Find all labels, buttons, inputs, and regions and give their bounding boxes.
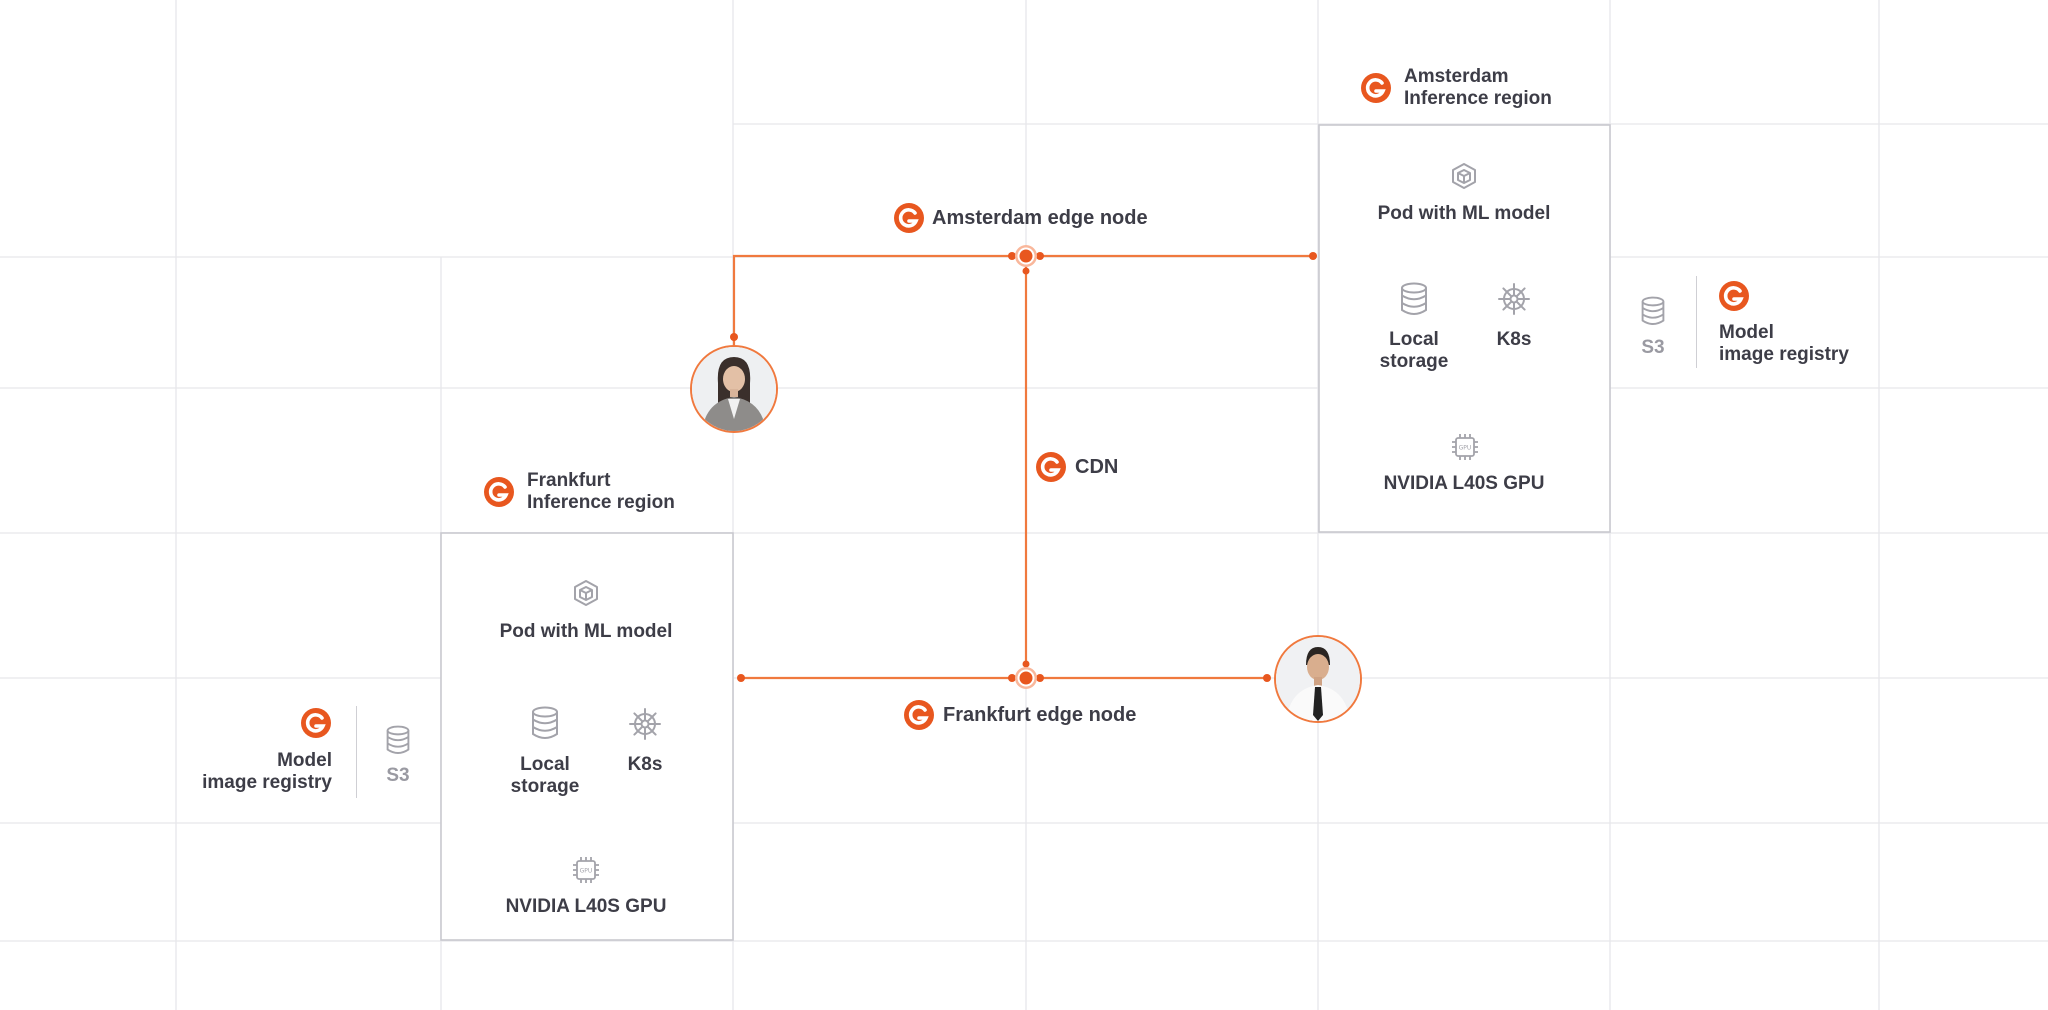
amsterdam-region-box [1318,124,1611,533]
registry-right-s3-label: S3 [1641,337,1665,358]
frankfurt-pod-label: Pod with ML model [499,621,673,642]
amsterdam-pod-label: Pod with ML model [1377,203,1551,224]
cdn-label: CDN [1075,456,1119,478]
amsterdam-k8s-label: K8s [1496,329,1532,350]
amsterdam-storage-label: Local storage [1380,329,1449,373]
registry-left-line2: image registry [202,772,332,793]
registry-left-s3-label: S3 [386,765,410,786]
database-icon [530,706,560,740]
amsterdam-region-title-line1: Amsterdam [1404,66,1509,87]
connector-lines [732,254,1312,680]
frankfurt-hub-node [1015,667,1037,689]
amsterdam-region-title: Amsterdam Inference region [1404,66,1552,110]
brand-logo-icon [903,699,935,736]
brand-logo-icon [300,707,332,744]
cube-icon [571,578,601,608]
registry-left-line1: Model [277,750,332,771]
amsterdam-storage-line1: Local [1389,329,1439,350]
brand-logo-icon [1718,280,1750,317]
database-icon [385,725,411,755]
gpu-chip-icon: GPU [1450,432,1480,462]
frankfurt-region-box [440,532,734,941]
registry-right-label: Model image registry [1719,322,1849,366]
database-icon [1640,296,1666,326]
registry-right-line2: image registry [1719,344,1849,365]
registry-left-label: Model image registry [202,750,332,794]
user-avatar-woman [690,345,778,433]
frankfurt-k8s-label: K8s [627,754,663,775]
amsterdam-region-title-line2: Inference region [1404,88,1552,109]
helm-wheel-icon [628,707,662,741]
frankfurt-region-title: Frankfurt Inference region [527,470,675,514]
frankfurt-storage-line2: storage [510,776,580,797]
registry-right-line1: Model [1719,322,1774,343]
database-icon [1399,282,1429,316]
registry-right-divider [1696,276,1697,368]
frankfurt-region-title-line2: Inference region [527,492,675,513]
frankfurt-edge-node-label: Frankfurt edge node [943,704,1137,726]
brand-logo-icon [893,202,925,239]
gpu-chip-icon: GPU [571,855,601,885]
frankfurt-gpu-label: NVIDIA L40S GPU [505,896,667,917]
registry-left-divider [356,706,357,798]
frankfurt-storage-label: Local storage [511,754,580,798]
frankfurt-region-title-line1: Frankfurt [527,470,611,491]
connector-dots [730,252,1317,682]
amsterdam-gpu-label: NVIDIA L40S GPU [1383,473,1545,494]
brand-logo-icon [1360,72,1392,109]
frankfurt-gpu-chip-text: GPU [580,868,593,875]
cube-icon [1449,161,1479,191]
amsterdam-storage-line2: storage [1379,351,1449,372]
brand-logo-icon [1035,451,1067,488]
helm-wheel-icon [1497,282,1531,316]
user-avatar-man [1274,635,1362,723]
amsterdam-hub-node [1015,245,1037,267]
frankfurt-storage-line1: Local [520,754,570,775]
amsterdam-edge-node-label: Amsterdam edge node [932,207,1148,229]
brand-logo-icon [483,476,515,513]
amsterdam-gpu-chip-text: GPU [1459,445,1472,452]
